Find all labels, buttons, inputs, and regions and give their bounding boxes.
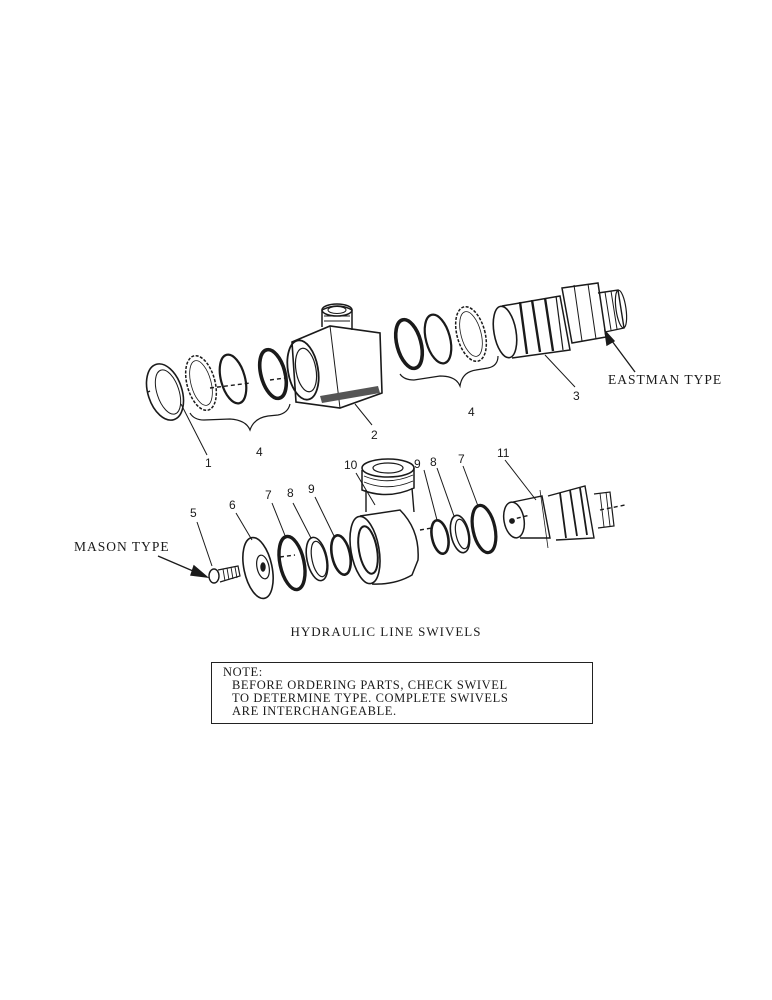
leader-9-left [314,496,335,537]
note-line-2: TO DETERMINE TYPE. COMPLETE SWIVELS [232,691,509,705]
leader-10 [355,472,376,506]
part-4-seal-rings-right [393,305,488,371]
callout-11: 11 [497,446,510,460]
note-heading: NOTE: [223,665,263,679]
part-11-mason-fitting [502,485,615,549]
callout-1: 1 [205,456,212,470]
part-7-oring-left [277,534,307,592]
callout-9-right: 9 [414,457,421,471]
eastman-arrowhead [603,328,616,347]
leader-7-right [462,465,479,507]
part-10-elbow-body [349,458,419,585]
part-1-washer [145,363,185,421]
leader-9-right [423,469,438,521]
callout-8-left: 8 [287,486,294,500]
leader-8-left [292,502,312,539]
bottom-axis-line [279,504,626,558]
figure-caption: HYDRAULIC LINE SWIVELS [290,624,482,639]
part-9-ring-left [329,534,353,576]
part-3-eastman-fitting [492,282,628,359]
note-box: NOTE: BEFORE ORDERING PARTS, CHECK SWIVE… [211,662,593,724]
top-axis-line [147,377,286,393]
callout-7-left: 7 [265,488,272,502]
bracket-4-left [189,403,291,432]
leader-8-right [436,467,455,517]
note-line-1: BEFORE ORDERING PARTS, CHECK SWIVEL [232,678,508,692]
part-9-ring-right [430,518,450,556]
bracket-4-right [399,355,499,389]
callout-4-left: 4 [256,445,263,459]
callout-2: 2 [371,428,378,442]
part-8-backup-ring-left [305,536,329,582]
leader-1 [180,403,208,456]
part-4-seal-rings-left [184,347,289,412]
callout-6: 6 [229,498,236,512]
eastman-arrow [608,336,636,373]
note-line-3: ARE INTERCHANGEABLE. [232,704,397,718]
mason-type-label: MASON TYPE [74,539,170,554]
part-6-cap [242,536,274,600]
leader-5 [196,521,213,567]
leader-2 [354,403,373,426]
eastman-type-label: EASTMAN TYPE [608,372,722,387]
callout-3: 3 [573,389,580,403]
callout-10: 10 [344,458,358,472]
callout-8-right: 8 [430,455,437,469]
callout-4-right: 4 [468,405,475,419]
part-8-backup-ring-right [449,514,471,554]
part-5-screw [208,565,241,584]
leader-11 [504,459,537,501]
callout-9-left: 9 [308,482,315,496]
leader-3 [544,354,576,388]
part-7-oring-right [470,503,498,555]
part-2-swivel-body [286,303,383,409]
leader-7-left [271,502,287,539]
callout-5: 5 [190,506,197,520]
mason-arrowhead [190,564,210,578]
callout-7-right: 7 [458,452,465,466]
leader-6 [235,512,253,541]
